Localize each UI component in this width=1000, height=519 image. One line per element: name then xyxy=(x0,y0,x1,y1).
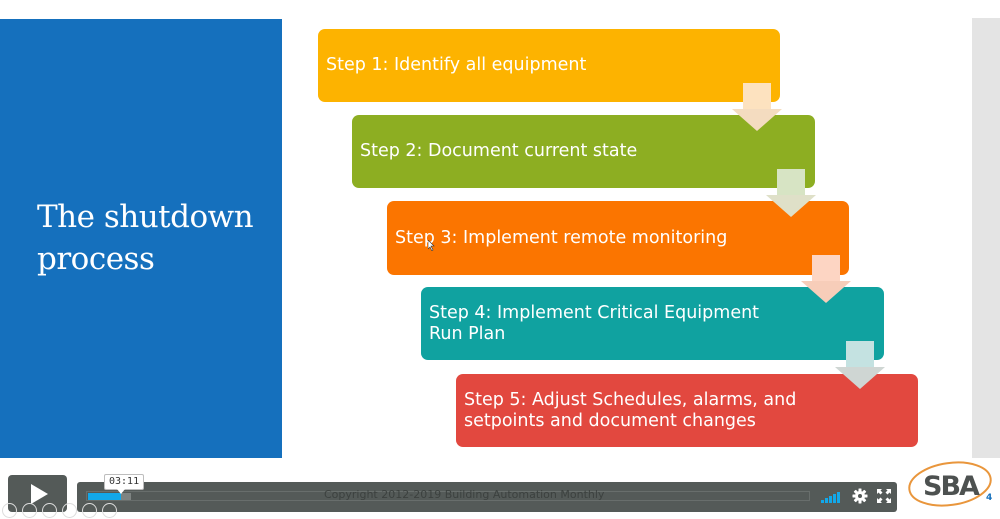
arrow-down-icon xyxy=(835,341,885,389)
arrow-down-icon xyxy=(801,255,851,303)
step-5-box: Step 5: Adjust Schedules, alarms, and se… xyxy=(456,374,918,447)
faded-toolbar-icons xyxy=(2,503,117,519)
fullscreen-icon[interactable] xyxy=(877,489,891,503)
step-3-box: Step 3: Implement remote monitoring xyxy=(387,201,849,275)
faded-icon xyxy=(82,503,97,518)
faded-icon xyxy=(42,503,57,518)
volume-bars-icon[interactable] xyxy=(821,492,843,503)
seek-progress xyxy=(88,493,121,500)
step-5-label-line-2: setpoints and document changes xyxy=(464,410,756,431)
step-4-label-line-1: Step 4: Implement Critical Equipment xyxy=(429,302,760,323)
seek-buffered xyxy=(121,493,131,500)
faded-icon xyxy=(22,503,37,518)
play-icon xyxy=(31,484,48,504)
sba-logo: SBA 4 xyxy=(908,461,992,507)
logo-text: SBA xyxy=(923,471,980,502)
step-2-box: Step 2: Document current state xyxy=(352,115,815,188)
slide-title-line-2: process xyxy=(37,241,155,277)
mouse-cursor-icon xyxy=(428,240,435,251)
step-2-label: Step 2: Document current state xyxy=(360,141,638,161)
copyright-text: Copyright 2012-2019 Building Automation … xyxy=(324,488,605,501)
step-3-label: Step 3: Implement remote monitoring xyxy=(395,227,728,248)
title-panel xyxy=(0,19,282,458)
arrow-down-icon xyxy=(766,169,816,217)
step-4-label-line-2: Run Plan xyxy=(429,323,506,344)
play-button[interactable] xyxy=(8,475,67,512)
seek-bar[interactable] xyxy=(86,491,810,501)
step-1-box: Step 1: Identify all equipment xyxy=(318,29,780,102)
time-tooltip: 03:11 xyxy=(104,474,145,494)
slide-title: The shutdown process xyxy=(37,196,277,280)
arrow-down-icon xyxy=(732,83,782,131)
slide-number: 4 xyxy=(986,493,992,503)
slide-right-gutter xyxy=(972,18,1000,458)
slide-title-line-1: The shutdown xyxy=(37,199,254,235)
faded-icon xyxy=(2,503,17,518)
step-5-label-line-1: Step 5: Adjust Schedules, alarms, and xyxy=(464,389,797,410)
faded-icon xyxy=(102,503,117,518)
step-4-box: Step 4: Implement Critical Equipment Run… xyxy=(421,287,884,360)
faded-icon xyxy=(62,503,77,518)
control-bar: Copyright 2012-2019 Building Automation … xyxy=(77,482,897,512)
gear-icon[interactable] xyxy=(852,488,868,504)
slide: The shutdown process Step 1: Identify al… xyxy=(0,18,1000,458)
step-1-label: Step 1: Identify all equipment xyxy=(326,55,587,75)
